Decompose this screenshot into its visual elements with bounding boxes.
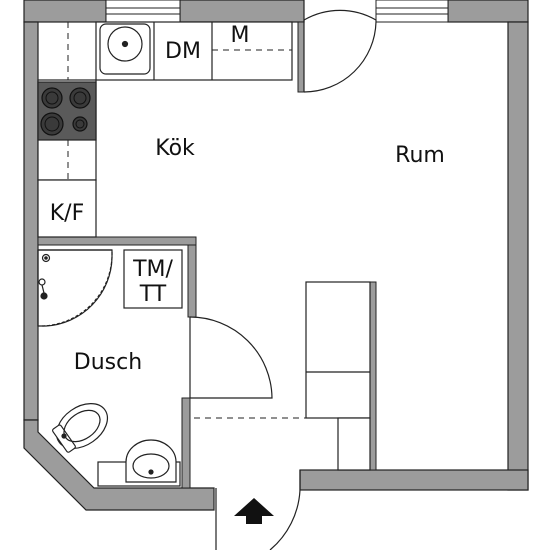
label-room: Rum (395, 143, 445, 168)
window-left (105, 0, 181, 23)
stove-icon (37, 81, 97, 141)
door-entrance (215, 470, 301, 550)
counter-dividers (153, 22, 213, 80)
label-washer-dryer-top: TM/ (132, 257, 173, 282)
door-bathroom (189, 316, 273, 399)
label-microwave: M (231, 23, 250, 48)
counter-dashed-lines (67, 22, 338, 419)
wardrobe (305, 281, 371, 471)
entrance-arrow-icon (234, 498, 274, 524)
label-washer-dryer-bottom: TT (139, 282, 167, 307)
shower-icon (37, 249, 113, 327)
door-kitchen-room (303, 9, 377, 93)
washer-dryer (123, 249, 183, 309)
label-kitchen: Kök (155, 136, 195, 161)
interior-walls (37, 21, 377, 489)
label-shower: Dusch (74, 350, 142, 375)
label-dishwasher: DM (165, 39, 201, 64)
toilet-icon (52, 403, 108, 453)
bathroom-sink-icon (97, 439, 181, 487)
window-right (375, 0, 449, 23)
label-fridge-freezer: K/F (50, 201, 85, 226)
sink-icon (99, 23, 151, 75)
